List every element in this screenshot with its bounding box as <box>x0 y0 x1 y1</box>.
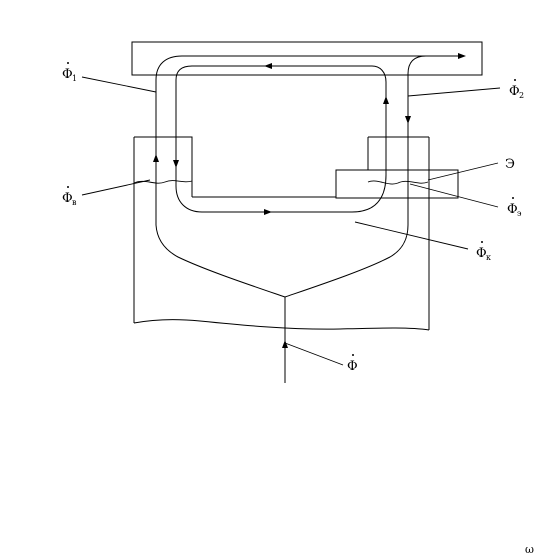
phie-subscript: э <box>517 209 522 218</box>
arrow-right-up <box>383 96 389 104</box>
phi2-symbol: Φ <box>509 84 520 99</box>
leader-phiv <box>81 179 151 196</box>
arrow-top-left-loop <box>264 63 272 69</box>
leader-lines <box>81 76 501 366</box>
leader-phi1 <box>81 76 157 93</box>
phiv-subscript: в <box>72 198 77 207</box>
inner-loop-flux <box>175 65 387 213</box>
phi1-dot <box>67 62 69 64</box>
phi-symbol: Φ <box>347 359 358 374</box>
arrow-top-right <box>458 53 466 59</box>
phi1-subscript: 1 <box>72 74 77 83</box>
leader-phie <box>409 183 499 208</box>
figure-mark-text: ω <box>525 543 534 556</box>
phi2-subscript: 2 <box>519 91 524 100</box>
screen-symbol: Э <box>505 157 515 172</box>
phi1-flux-path <box>155 55 458 225</box>
phie-symbol: Φ <box>507 202 518 217</box>
leader-phi2 <box>407 87 501 97</box>
label-phi1: Φ 1 <box>62 62 77 83</box>
phik-dot <box>481 241 483 243</box>
phie-leak-line <box>367 180 429 185</box>
flux-lines <box>133 55 458 383</box>
phiv-dot <box>67 186 69 188</box>
label-phik: Φ к <box>476 241 491 262</box>
figure-mark: ω <box>525 543 534 556</box>
phiv-symbol: Φ <box>62 191 73 206</box>
label-screen: Э <box>505 157 515 172</box>
leader-phik <box>354 221 469 250</box>
core-break-line <box>133 319 430 331</box>
phik-symbol: Φ <box>476 246 487 261</box>
label-phie: Φ э <box>507 197 522 218</box>
arrow-bottom-loop <box>264 209 272 215</box>
leader-phi <box>284 342 344 366</box>
left-pole-outline <box>134 136 193 197</box>
main-flux-left-branch <box>155 224 286 298</box>
arrow-right-down <box>405 116 411 124</box>
core-outline <box>131 41 483 331</box>
main-flux-right-branch <box>284 224 409 298</box>
phi2-flux-path <box>407 55 427 225</box>
phi1-symbol: Φ <box>62 67 73 82</box>
top-plate <box>131 41 483 76</box>
leader-screen <box>427 162 499 181</box>
phik-subscript: к <box>486 253 491 262</box>
arrow-left-down <box>173 160 179 168</box>
phie-dot <box>512 197 514 199</box>
arrow-left-up <box>153 154 159 162</box>
label-phiv: Φ в <box>62 186 77 207</box>
flux-arrows <box>153 53 466 348</box>
screen-element <box>335 169 459 199</box>
arrow-main-up <box>282 340 288 348</box>
phi2-dot <box>514 79 516 81</box>
label-phi: Φ <box>347 354 358 374</box>
label-phi2: Φ 2 <box>509 79 524 100</box>
phi-dot <box>352 354 354 356</box>
